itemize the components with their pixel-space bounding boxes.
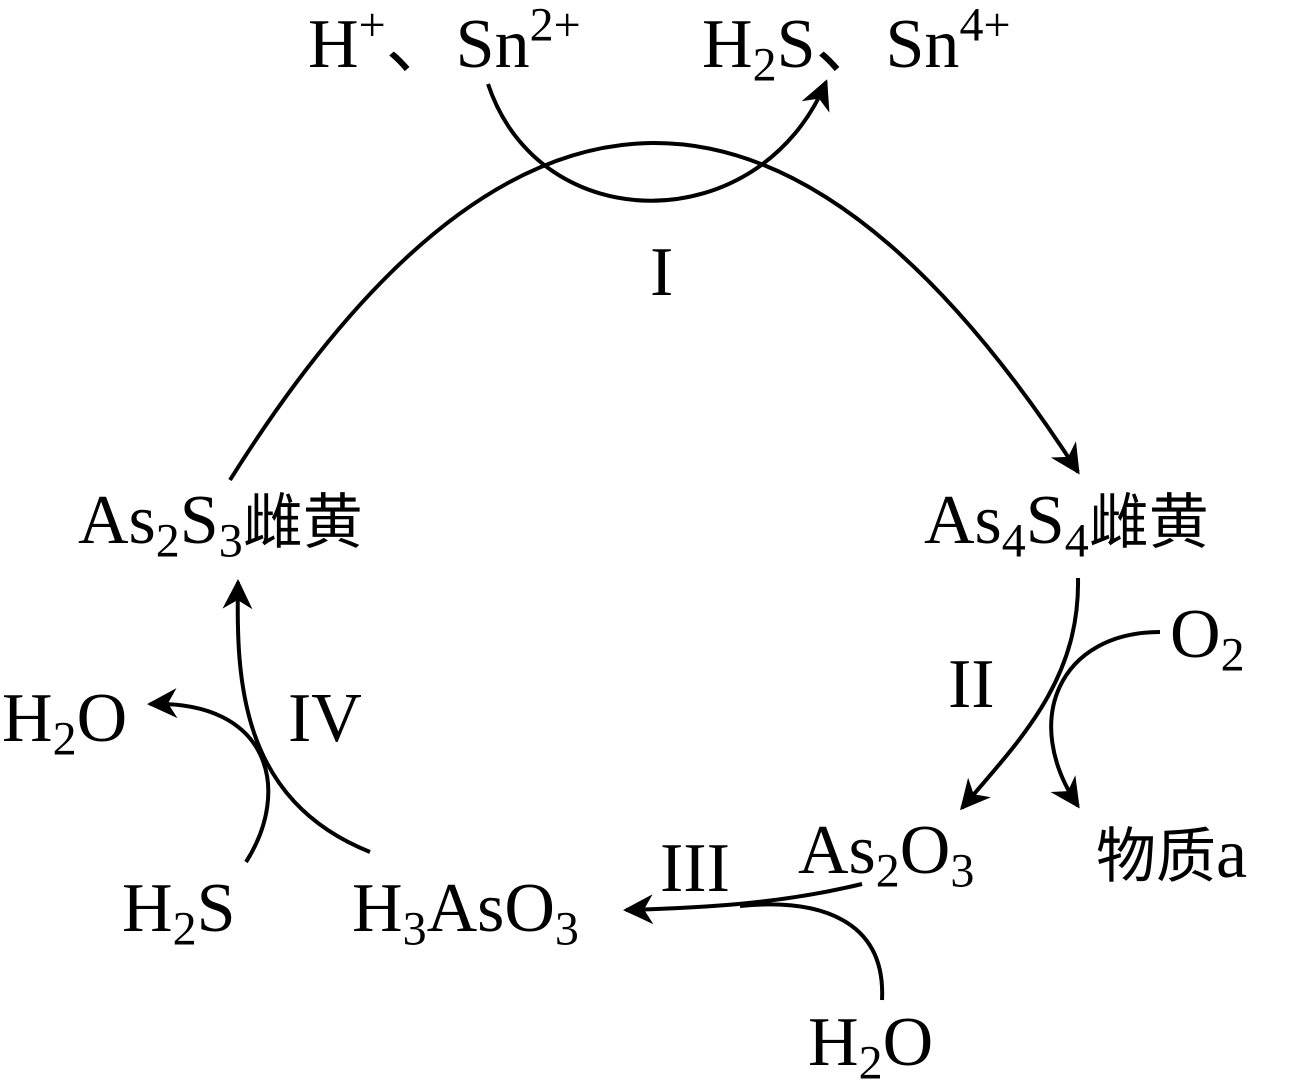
sulfur-subscript: 3 (218, 514, 243, 568)
oxygen-symbol: O (76, 680, 128, 757)
step-label-IV: IV (288, 680, 362, 757)
compound-As4S4: As4S4雌黄 (924, 486, 1209, 565)
arrow-step-II (960, 577, 1081, 811)
oxygen-subscript: 3 (950, 844, 975, 898)
step-label-I: I (650, 234, 674, 311)
arsenic-oxygen-symbols: AsO (426, 870, 555, 947)
separator: 、 (385, 6, 456, 83)
sulfur-symbol: S (1025, 482, 1065, 559)
sulfur-subscript: 4 (1064, 514, 1089, 568)
arc-step-I (228, 141, 1080, 482)
arsenic-symbol: As (78, 482, 156, 559)
step-label-II: II (948, 646, 995, 723)
compound-As2O3: As2O3 (798, 816, 974, 895)
tin-charge: 4+ (959, 0, 1011, 52)
oxygen-subscript: 3 (554, 902, 579, 956)
arsenic-subscript: 2 (155, 514, 180, 568)
hydrogen-subscript: 2 (172, 902, 197, 956)
hydrogen-subscript: 2 (752, 38, 777, 92)
oxygen-symbol: O (899, 812, 951, 889)
hydrogen-subscript: 2 (858, 1036, 883, 1082)
oxygen-subscript: 2 (1220, 628, 1245, 682)
mineral-name: 雌黄 (242, 488, 363, 558)
hydrogen-charge: + (358, 0, 386, 52)
substance-text: 物质 (1096, 822, 1216, 892)
product-substance-a: 物质a (1096, 820, 1247, 890)
arsenic-subscript: 2 (875, 844, 900, 898)
products-step-I: H2S、Sn4+ (702, 1, 1011, 89)
arsenic-symbol: As (924, 482, 1002, 559)
hydrogen-symbol: H (122, 870, 173, 947)
arrow-step-IV (222, 579, 371, 854)
mineral-name: 雌黄 (1088, 488, 1209, 558)
reagent-H2O-step-III: H2O (808, 1008, 933, 1082)
hydrogen-symbol: H (2, 680, 53, 757)
oxygen-symbol: O (1170, 596, 1221, 673)
hydrogen-symbol: H (308, 6, 359, 83)
tin-charge: 2+ (529, 0, 581, 52)
compound-As2S3: As2S3雌黄 (78, 486, 363, 565)
oxygen-symbol: O (882, 1004, 934, 1081)
hydrogen-symbol: H (808, 1004, 859, 1081)
side-arrow-step-IV (147, 688, 271, 864)
reagent-H2S-step-IV: H2S (122, 874, 236, 953)
substance-letter: a (1216, 816, 1248, 893)
separator: 、 (815, 6, 886, 83)
side-arrow-step-I (486, 79, 830, 203)
arsenic-subscript: 4 (1001, 514, 1026, 568)
compound-H3AsO3: H3AsO3 (352, 874, 579, 953)
hydrogen-symbol: H (352, 870, 403, 947)
hydrogen-symbol: H (702, 6, 753, 83)
tin-symbol: Sn (885, 6, 960, 83)
reactants-step-I: H+、Sn2+ (308, 1, 581, 80)
arrow-step-III (623, 882, 863, 925)
side-arrow-step-II (1049, 630, 1161, 809)
sulfur-symbol: S (776, 6, 816, 83)
side-arrow-step-III (739, 902, 885, 1001)
hydrogen-subscript: 3 (402, 902, 427, 956)
product-H2O-step-IV: H2O (2, 684, 127, 763)
sulfur-symbol: S (179, 482, 219, 559)
hydrogen-subscript: 2 (52, 712, 77, 766)
reagent-O2: O2 (1170, 600, 1245, 679)
sulfur-symbol: S (196, 870, 236, 947)
arsenic-symbol: As (798, 812, 876, 889)
tin-symbol: Sn (455, 6, 530, 83)
step-label-III: III (660, 830, 730, 907)
